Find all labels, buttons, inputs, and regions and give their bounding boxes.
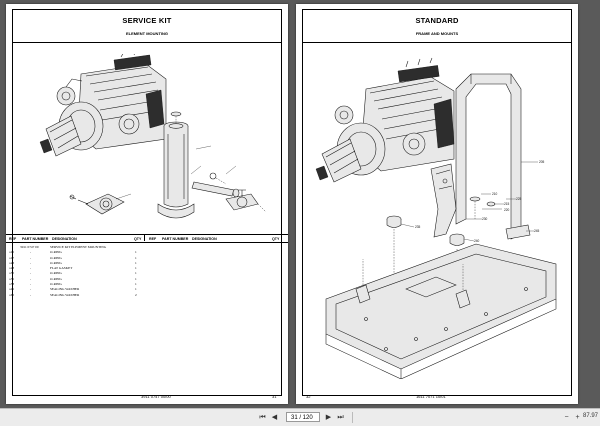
callout-230: 230 <box>482 217 488 221</box>
mount-bracket-illustration <box>430 163 457 238</box>
viewer-toolbar: ⏮ ◀ 31 / 120 ▶ ⏭ − + 87.97 <box>0 408 600 426</box>
right-page-subtitle: FRAME AND MOUNTS <box>415 31 459 36</box>
header-ref-2: REF <box>149 236 157 241</box>
parts-table-header: REF PART NUMBER DESIGNATION QTY REF PART… <box>6 234 288 243</box>
table-row: o60 - SEALING WASHER 2 <box>9 292 137 297</box>
callout-220: 220 <box>504 208 510 212</box>
callout-240: 240 <box>474 239 480 243</box>
table-row: o15 - O-RING 1 <box>9 250 137 255</box>
callout-245: 245 <box>534 229 540 233</box>
zoom-in-icon[interactable]: + <box>575 414 580 421</box>
engine-illustration <box>39 54 167 157</box>
right-title-box: STANDARD FRAME AND MOUNTS <box>302 9 572 43</box>
table-row: o17 - O-RING 1 <box>9 255 137 260</box>
table-row: o38 - O-RING 1 <box>9 282 137 287</box>
right-doc-code: 1611 7071 10/01 <box>416 394 446 399</box>
previous-page-button[interactable]: ◀ <box>271 414 278 421</box>
next-page-button[interactable]: ▶ <box>325 414 332 421</box>
engine-illustration <box>315 57 455 183</box>
right-document-page: STANDARD FRAME AND MOUNTS <box>296 4 578 404</box>
left-content-frame <box>12 43 282 396</box>
header-qty-2: QTY <box>272 236 280 241</box>
header-ref: REF <box>9 236 17 241</box>
left-page-title: SERVICE KIT <box>122 16 172 25</box>
valve-illustration <box>225 189 267 213</box>
left-page-subtitle: ELEMENT MOUNTING <box>126 31 168 36</box>
left-exploded-drawing <box>39 54 267 219</box>
header-designation: DESIGNATION <box>52 236 77 241</box>
right-page-title: STANDARD <box>415 16 459 25</box>
callout-215: 215 <box>504 202 510 206</box>
left-page-number: 31 <box>272 394 277 399</box>
header-designation-2: DESIGNATION <box>192 236 217 241</box>
left-title-box: SERVICE KIT ELEMENT MOUNTING <box>12 9 282 43</box>
right-exploded-drawing <box>315 57 557 379</box>
callout-225: 225 <box>516 197 522 201</box>
table-row: o28 - FLAT GASKET 1 <box>9 266 137 271</box>
first-page-button[interactable]: ⏮ <box>259 414 266 421</box>
fitting-illustration <box>69 193 125 215</box>
frame-illustration <box>325 243 557 379</box>
right-content-frame <box>302 43 572 396</box>
callout-205: 205 <box>539 160 545 164</box>
zoom-out-icon[interactable]: − <box>564 414 569 421</box>
parts-table-body: 3911 0747 00 SERVICE KIT ELEMENT MOUNTIN… <box>6 245 146 298</box>
header-part-number: PART NUMBER <box>22 236 49 241</box>
pipe-illustration <box>191 172 240 198</box>
callout-210: 210 <box>492 192 498 196</box>
table-column-divider <box>144 234 145 241</box>
left-document-page: SERVICE KIT ELEMENT MOUNTING <box>6 4 288 404</box>
page-number-input[interactable]: 31 / 120 <box>286 412 320 422</box>
last-page-button[interactable]: ⏭ <box>337 414 344 421</box>
roll-bar-illustration <box>455 73 531 240</box>
table-row: o35 - O-RING 1 <box>9 276 137 281</box>
left-doc-code: 3911 0747 00/00 <box>141 394 171 399</box>
callout-235: 235 <box>415 225 421 229</box>
table-row: o23 - O-RING 1 <box>9 260 137 265</box>
table-row: o30 - O-RING 1 <box>9 271 137 276</box>
table-row: 3911 0747 00 SERVICE KIT ELEMENT MOUNTIN… <box>20 245 107 249</box>
right-page-number: 32 <box>306 394 311 399</box>
toolbar-divider <box>352 412 353 423</box>
rubber-mounts-illustration <box>386 196 496 289</box>
header-qty: QTY <box>134 236 142 241</box>
zoom-level: 87.97 <box>582 413 598 419</box>
table-row: o45 - SEALING WASHER 1 <box>9 287 137 292</box>
header-part-number-2: PART NUMBER <box>162 236 189 241</box>
filter-element-illustration <box>157 111 195 219</box>
